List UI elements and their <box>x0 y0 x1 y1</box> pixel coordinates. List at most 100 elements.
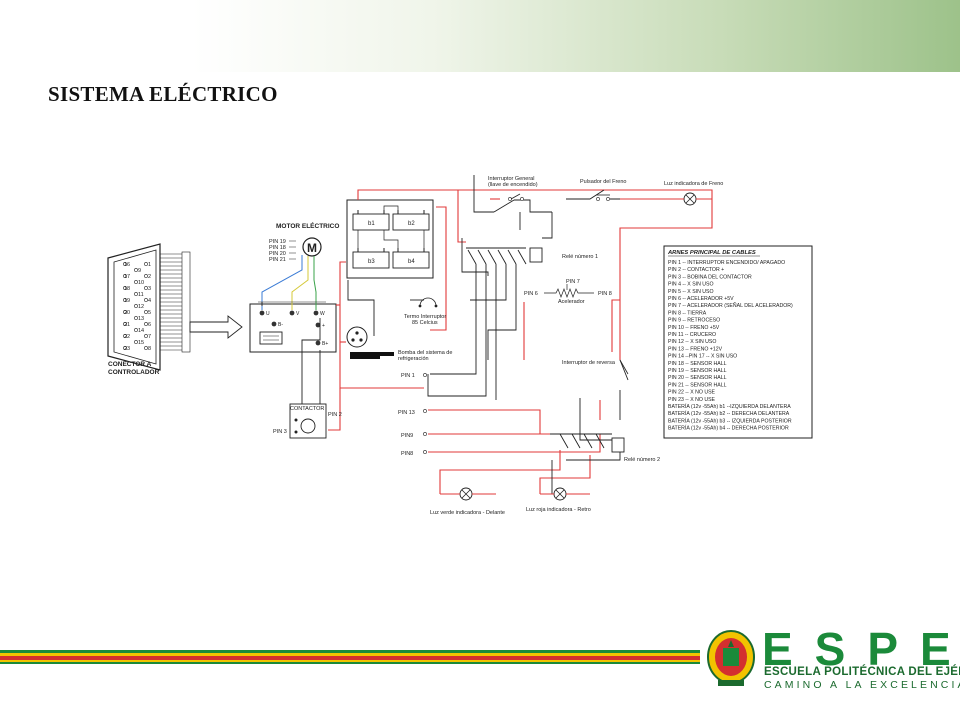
harness-line: BATERÍA (12v -55Ah) b2 -- DERECHA DELANT… <box>668 410 790 417</box>
battery-pack: b1 b2 b3 b4 <box>346 199 434 279</box>
connector-pin-label: 22 <box>124 334 130 340</box>
svg-text:PIN9: PIN9 <box>401 433 413 439</box>
connector-pin <box>123 334 127 338</box>
svg-text:Luz roja indicadora - Retro: Luz roja indicadora - Retro <box>526 507 591 513</box>
battery-b4-label: b4 <box>408 259 415 265</box>
svg-text:PIN 21: PIN 21 <box>269 257 286 263</box>
svg-text:PIN 13: PIN 13 <box>398 410 415 416</box>
connector-pin <box>123 262 127 266</box>
general-switch-label: Interruptor General(llave de encendido) <box>488 176 538 188</box>
battery-b2-label: b2 <box>408 221 415 227</box>
connector-pin <box>123 346 127 350</box>
svg-text:Interruptor de reversa: Interruptor de reversa <box>562 360 616 366</box>
connector-pin-label: 10 <box>138 280 144 286</box>
svg-text:PIN 1: PIN 1 <box>401 373 415 379</box>
svg-text:PIN 3: PIN 3 <box>273 429 287 435</box>
svg-text:PIN8: PIN8 <box>401 451 413 457</box>
connector-pin <box>144 346 148 350</box>
harness-line: PIN 2 -- CONTACTOR + <box>668 267 724 273</box>
connector-pin-label: 6 <box>148 322 151 328</box>
connector-pin-label: 16 <box>124 262 130 268</box>
connector-pin-label: 9 <box>138 268 141 274</box>
harness-title: ARNES PRINCIPAL DE CABLES <box>667 250 756 256</box>
footer-stripes <box>0 650 700 664</box>
connector-pin <box>144 274 148 278</box>
espe-logo: ESPE ESCUELA POLITÉCNICA DEL EJÉRCITO CA… <box>696 622 960 720</box>
harness-line: PIN 14 --PIN 17 -- X SIN USO <box>668 354 737 360</box>
harness-line: PIN 10 -- FRENO +5V <box>668 325 720 331</box>
terminal-w: W <box>320 311 325 317</box>
pin-labels: PIN 1 PIN 13 PIN9 PIN8 <box>398 373 427 457</box>
contactor: CONTACTOR PIN 2 PIN 3 <box>273 403 342 439</box>
espe-seal-icon <box>707 630 755 686</box>
motor-label: MOTOR ELÉCTRICO <box>276 221 339 230</box>
svg-text:PIN 20: PIN 20 <box>269 251 286 257</box>
harness-line: PIN 21 -- SENSOR HALL <box>668 382 727 388</box>
svg-text:PIN 19: PIN 19 <box>269 239 286 245</box>
battery-b3-label: b3 <box>368 259 375 265</box>
connector-pin-label: 7 <box>148 334 151 340</box>
harness-line: PIN 9 -- RETROCESO <box>668 318 720 324</box>
svg-text:Relé número 2: Relé número 2 <box>624 457 660 463</box>
connector-pin-label: 19 <box>124 298 130 304</box>
throttle: PIN 7 PIN 6 PIN 8 Acelerador <box>524 279 612 305</box>
general-switch: Interruptor General(llave de encendido) <box>488 176 538 201</box>
harness-legend: ARNES PRINCIPAL DE CABLES PIN 1 -- INTER… <box>663 245 813 439</box>
connector-pin-label: 3 <box>148 286 151 292</box>
connector-pin-label: 12 <box>138 304 144 310</box>
svg-text:Luz verde indicadora - Delante: Luz verde indicadora - Delante <box>430 510 505 516</box>
connector-pin <box>123 274 127 278</box>
harness-line: PIN 11 -- CRUCERO <box>668 332 716 338</box>
connector-pin <box>144 286 148 290</box>
harness-line: PIN 4 -- X SIN USO <box>668 282 714 288</box>
connector-pin-label: 13 <box>138 316 144 322</box>
harness-line: PIN 3 -- BOBINA DEL CONTACTOR <box>668 274 752 280</box>
connector-pin <box>144 298 148 302</box>
svg-text:Luz indicadora de Freno: Luz indicadora de Freno <box>664 181 723 187</box>
connector-pin-label: 15 <box>138 340 144 346</box>
harness-line: PIN 6 -- ACELERADOR +5V <box>668 296 734 302</box>
espe-brand-text: ESPE <box>762 623 960 675</box>
connector-pin <box>134 316 138 320</box>
harness-line: PIN 1 -- INTERRUPTOR ENCENDIDO/ APAGADO <box>668 260 785 266</box>
red-wires <box>328 189 713 494</box>
green-indicator-light: Luz verde indicadora - Delante <box>430 487 505 516</box>
harness-line: BATERÍA (12v -55Ah) b3 -- IZQUIERDA POST… <box>668 417 792 424</box>
connector-pin <box>123 310 127 314</box>
connector-pin <box>134 292 138 296</box>
connector-pin-label: 18 <box>124 286 130 292</box>
red-indicator-light: Luz roja indicadora - Retro <box>526 487 591 513</box>
connector-pin <box>123 298 127 302</box>
connector-pin-label: 21 <box>124 322 130 328</box>
svg-text:Pulsador del Freno: Pulsador del Freno <box>580 179 626 185</box>
harness-line: PIN 12 -- X SIN USO <box>668 339 716 345</box>
harness-line: PIN 8 -- TIERRA <box>668 310 707 316</box>
page-title: SISTEMA ELÉCTRICO <box>48 82 278 106</box>
connector-pin-label: 5 <box>148 310 151 316</box>
relay-2: Relé número 2 <box>611 437 660 463</box>
connector-pin-label: 20 <box>124 310 130 316</box>
relay-1: Relé número 1 <box>529 247 598 263</box>
connector-pin-label: 17 <box>124 274 130 280</box>
svg-text:PIN 18: PIN 18 <box>269 245 286 251</box>
harness-line: PIN 20 -- SENSOR HALL <box>668 375 727 381</box>
motor-letter: M <box>307 241 317 255</box>
battery-b1-label: b1 <box>368 221 375 227</box>
svg-text:PIN 8: PIN 8 <box>598 291 612 297</box>
connector-pin <box>134 328 138 332</box>
brake-light: Luz indicadora de Freno <box>640 181 723 206</box>
brake-switch: Pulsador del Freno <box>580 179 626 201</box>
harness-line: PIN 13 -- FRENO +12V <box>668 346 723 352</box>
svg-text:CONTACTOR: CONTACTOR <box>290 406 324 412</box>
connector-pin-label: 2 <box>148 274 151 280</box>
terminal-b-plus: B+ <box>322 341 328 347</box>
connector-pin-label: 14 <box>138 328 144 334</box>
harness-line: BATERÍA (12v -55Ah) b1 --IZQUIERDA DELAN… <box>668 403 791 410</box>
motor-symbol <box>302 237 322 257</box>
harness-line: PIN 22 -- X NO USE <box>668 390 716 396</box>
terminal-v: V <box>296 311 300 317</box>
